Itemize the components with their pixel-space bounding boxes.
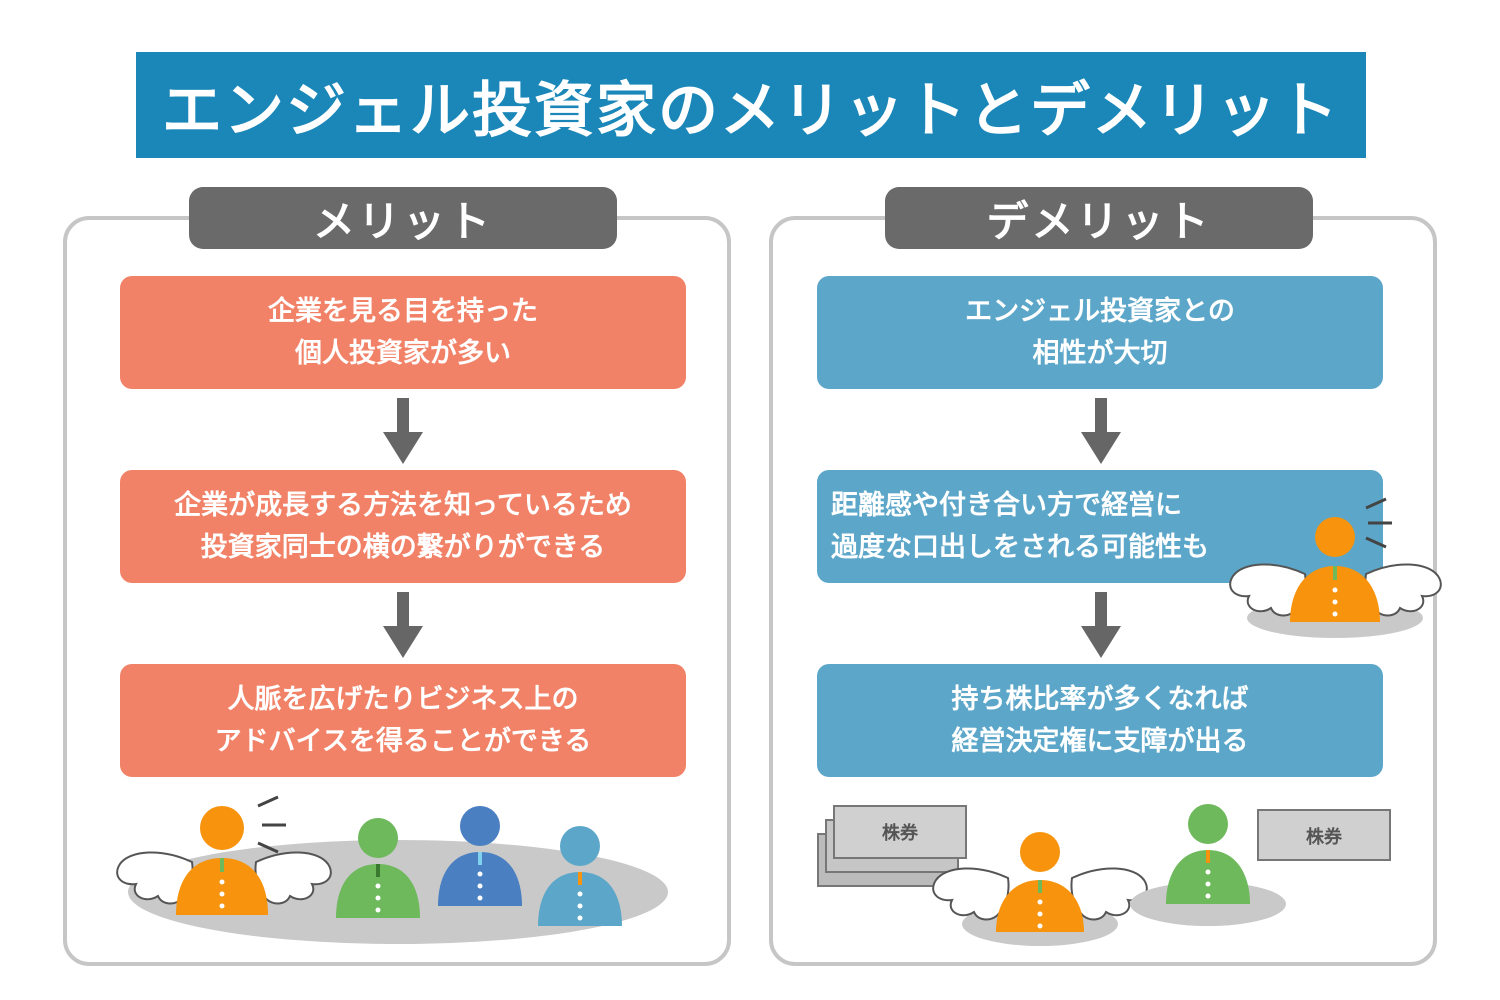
diagram-title: エンジェル投資家のメリットとデメリット — [136, 52, 1366, 158]
stock-certificate-label: 株券 — [1306, 826, 1343, 848]
green-person-icon — [336, 818, 420, 918]
stock-certificate-label: 株券 — [882, 822, 919, 844]
demerit-box-1: エンジェル投資家との 相性が大切 — [817, 276, 1383, 389]
demerit-box-2: 距離感や付き合い方で経営に 過度な口出しをされる可能性も — [817, 470, 1383, 583]
down-arrow-icon — [383, 592, 423, 658]
merit-box-2: 企業が成長する方法を知っているため 投資家同士の横の繋がりができる — [120, 470, 686, 583]
lightblue-person-icon — [538, 826, 622, 926]
angel-investor-person-icon — [1229, 497, 1442, 622]
merit-box-3: 人脈を広げたりビジネス上の アドバイスを得ることができる — [120, 664, 686, 777]
stock-certificate-icon: 株券 — [1257, 809, 1391, 861]
stock-certificate-icon: 株券 — [817, 805, 967, 887]
merit-box-1: 企業を見る目を持った 個人投資家が多い — [120, 276, 686, 389]
down-arrow-icon — [1081, 592, 1121, 658]
down-arrow-icon — [383, 398, 423, 464]
angel-investor-person-icon — [932, 832, 1148, 932]
merit-header: メリット — [189, 187, 617, 249]
blue-person-icon — [438, 806, 522, 906]
green-person-icon — [1166, 804, 1250, 904]
demerit-box-3: 持ち株比率が多くなれば 経営決定権に支障が出る — [817, 664, 1383, 777]
demerit-header: デメリット — [885, 187, 1313, 249]
down-arrow-icon — [1081, 398, 1121, 464]
angel-investor-person-icon — [116, 795, 332, 915]
